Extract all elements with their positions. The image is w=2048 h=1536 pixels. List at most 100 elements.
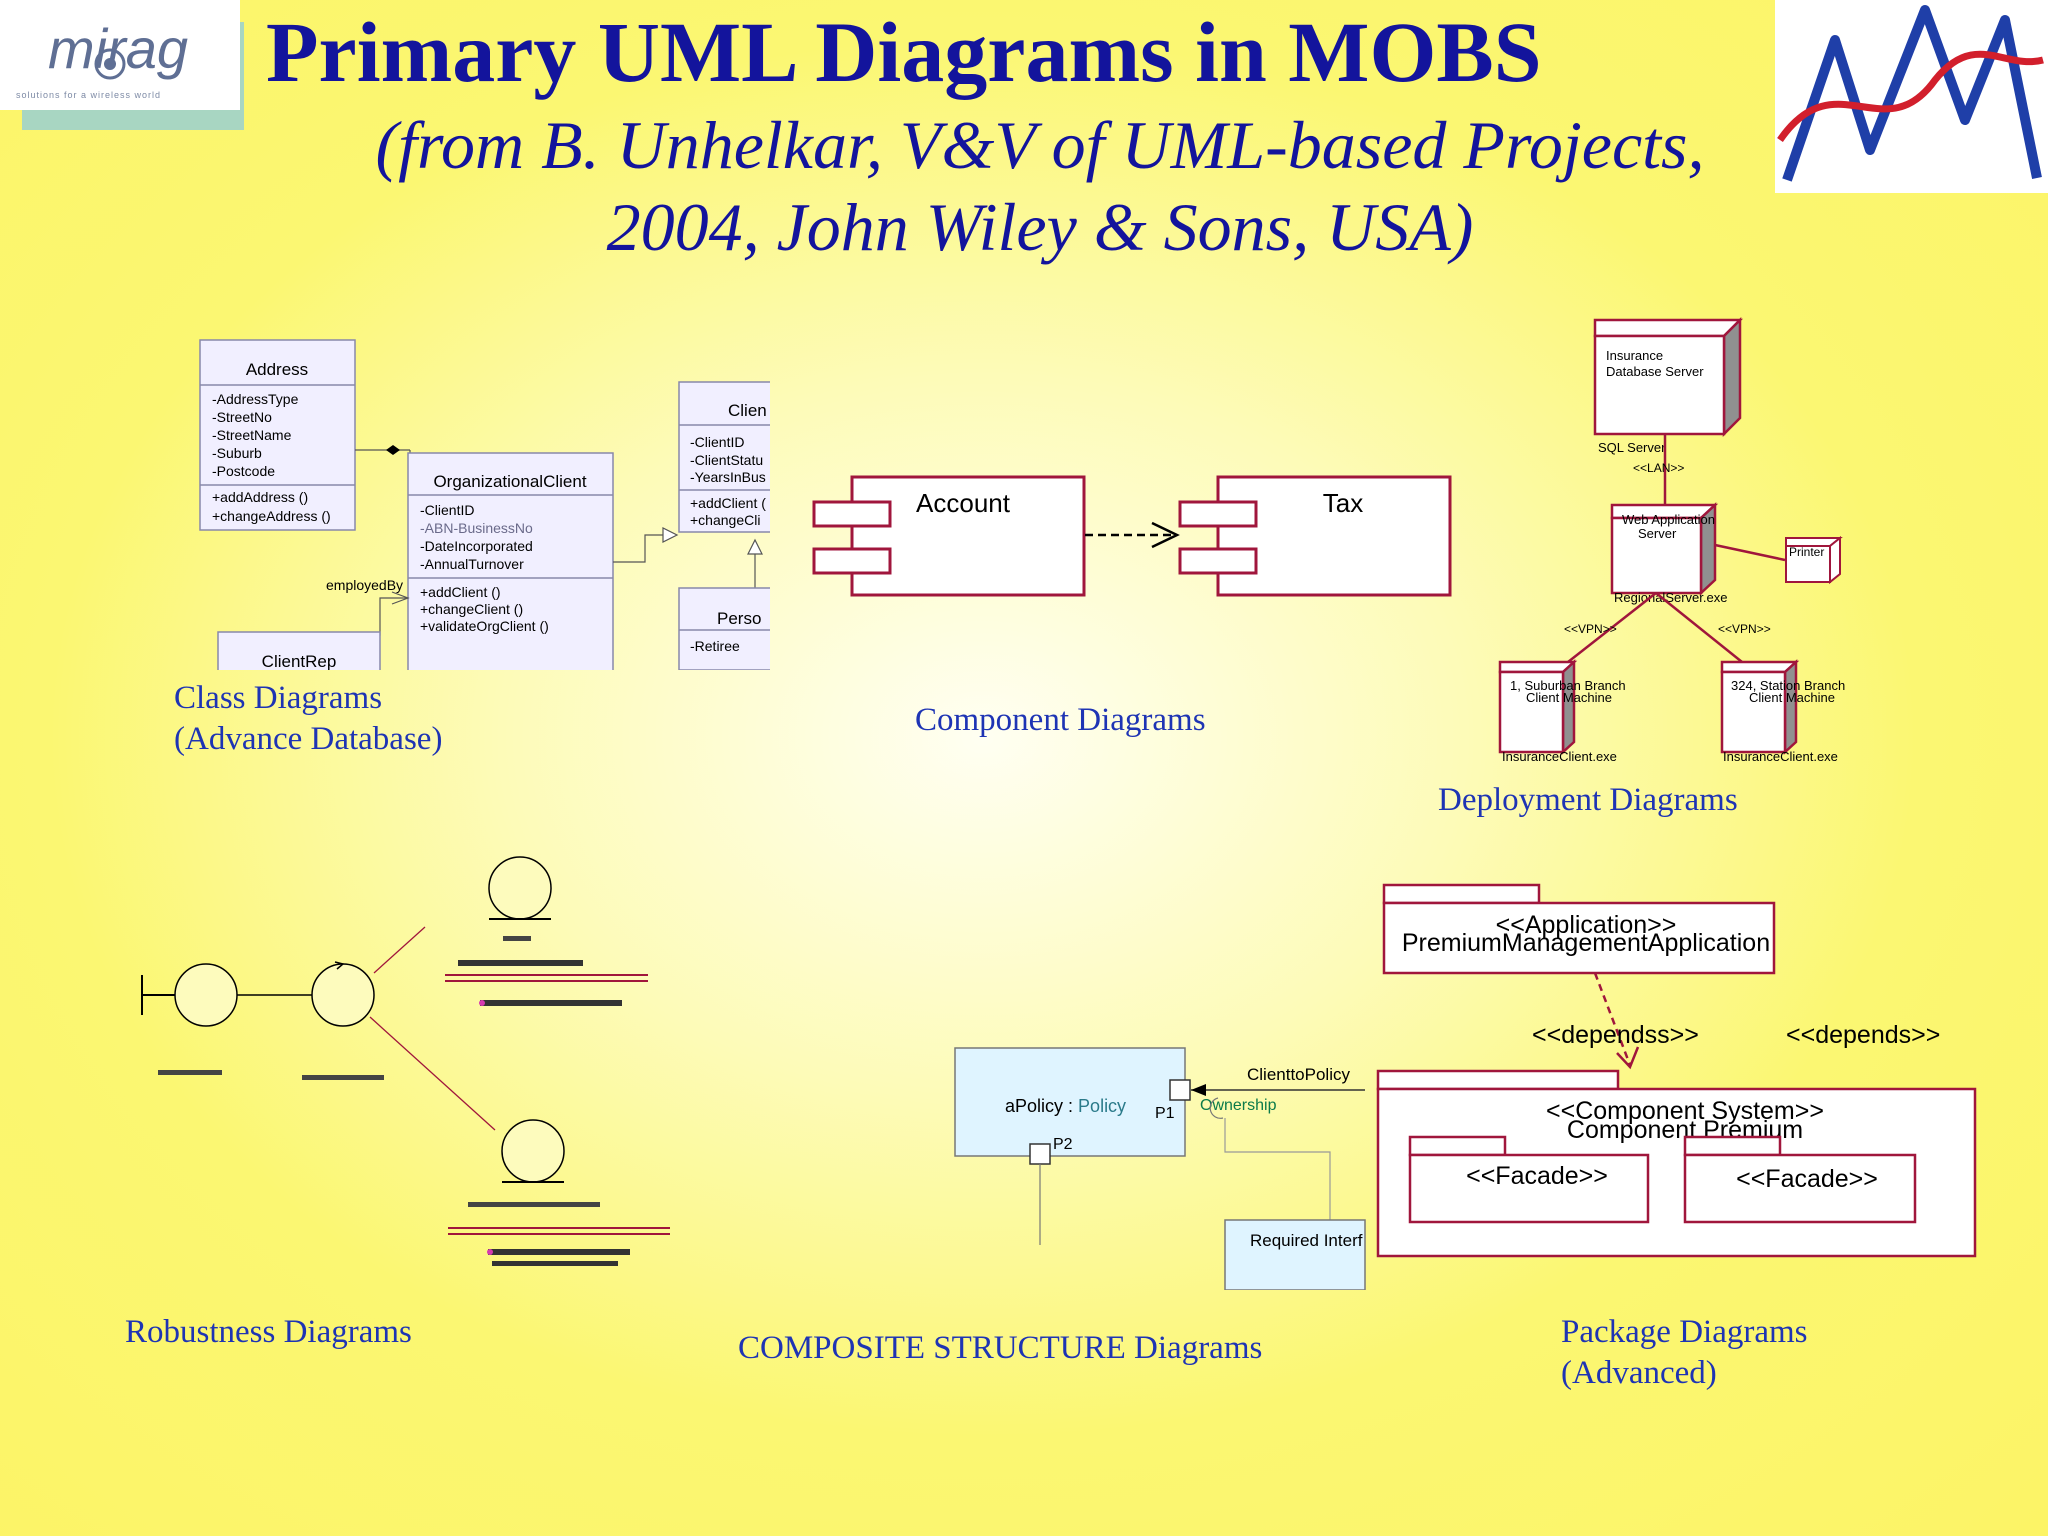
control-object-icon bbox=[311, 963, 375, 1027]
address-attr: -Suburb bbox=[212, 445, 262, 461]
caption-class-line-2: (Advance Database) bbox=[174, 721, 443, 757]
dependency-label: <<depends>> bbox=[1786, 1021, 1940, 1049]
client-node-1 bbox=[1498, 670, 1565, 754]
org-client-class bbox=[407, 452, 614, 670]
address-attr: -StreetNo bbox=[212, 409, 272, 425]
component-port-icon bbox=[812, 500, 892, 528]
client-rep-class-name: ClientRep bbox=[262, 652, 337, 670]
org-client-op: +addClient () bbox=[420, 584, 501, 600]
address-attr: -AddressType bbox=[212, 391, 299, 407]
client-attr: -YearsInBus bbox=[690, 469, 766, 485]
wave-logo-icon bbox=[1777, 5, 2044, 182]
vpn-left-label: <<VPN>> bbox=[1564, 622, 1617, 636]
org-client-class-name: OrganizationalClient bbox=[433, 472, 586, 491]
mirag-logo: mirag solutions for a wireless world bbox=[0, 0, 240, 110]
org-client-attr: -ClientID bbox=[420, 502, 474, 518]
client-node-1-label: 1, Suburban Branch bbox=[1510, 678, 1626, 693]
entity-client-icon bbox=[488, 856, 552, 920]
address-attr: -StreetName bbox=[212, 427, 292, 443]
part-instance: aPolicy bbox=[1005, 1096, 1063, 1116]
caption-composite-structure-diagrams: COMPOSITE STRUCTURE Diagrams bbox=[738, 1330, 1263, 1366]
page-title: Primary UML Diagrams in MOBS bbox=[266, 4, 1542, 100]
db-server-label: Insurance bbox=[1606, 348, 1663, 363]
port-p1 bbox=[1169, 1079, 1191, 1101]
composite-structure-diagram: aPolicy : Policy P1 P2 ClienttoPolicy Ow… bbox=[954, 1047, 1366, 1290]
printer-label: Printer bbox=[1789, 545, 1824, 559]
policy-control-label-glyph bbox=[302, 1075, 384, 1080]
client-class bbox=[678, 381, 770, 533]
database-server-node bbox=[1593, 334, 1726, 436]
application-stereotype: <<Application>> bbox=[1496, 911, 1677, 939]
caption-class-diagrams: Class Diagrams (Advance Database) bbox=[174, 678, 442, 760]
part-name: aPolicy : Policy bbox=[1005, 1096, 1126, 1116]
partner-logo bbox=[1775, 0, 2048, 193]
composition-diamond-icon bbox=[386, 445, 400, 455]
caption-package-line-1: Package Diagrams bbox=[1561, 1314, 1808, 1350]
client-class-name: Clien bbox=[728, 401, 767, 420]
subtitle-line-1: (from B. Unhelkar, V&V of UML-based Proj… bbox=[375, 107, 1705, 183]
component-port-icon bbox=[1178, 547, 1258, 575]
vpn-right-label: <<VPN>> bbox=[1718, 622, 1771, 636]
facade-package-2 bbox=[1683, 1153, 1917, 1224]
client-node-2-label: Client Machine bbox=[1749, 690, 1835, 705]
required-interface-label: Required Interf bbox=[1250, 1231, 1363, 1250]
tax-component-name: Tax bbox=[1323, 488, 1363, 518]
policy-part bbox=[954, 1047, 1186, 1157]
class-diagram: Address -AddressType -StreetNo -StreetNa… bbox=[199, 339, 770, 670]
logo-brand: mirag bbox=[48, 17, 189, 80]
port-p2-label: P2 bbox=[1053, 1136, 1073, 1153]
client-op: +addClient ( bbox=[690, 495, 766, 511]
web-server-label: Web Application bbox=[1622, 512, 1715, 527]
port-p1-label: P1 bbox=[1155, 1105, 1175, 1122]
caption-package-diagrams: Package Diagrams (Advanced) bbox=[1561, 1312, 1808, 1394]
boundary-object-icon bbox=[174, 963, 238, 1027]
account-component bbox=[850, 475, 1086, 597]
part-type: Policy bbox=[1078, 1096, 1126, 1116]
component-port-icon bbox=[812, 547, 892, 575]
db-server-label: Database Server bbox=[1606, 364, 1704, 379]
org-client-attr: -AnnualTurnover bbox=[420, 556, 524, 572]
page-subtitle: (from B. Unhelkar, V&V of UML-based Proj… bbox=[240, 104, 1840, 268]
org-client-attr: -DateIncorporated bbox=[420, 538, 533, 554]
caption-class-line-1: Class Diagrams bbox=[174, 680, 383, 716]
robustness-diagram bbox=[141, 856, 670, 1266]
client-rep-class bbox=[217, 631, 381, 670]
port-p2 bbox=[1029, 1143, 1051, 1165]
client-node-2-label: 324, Station Branch bbox=[1731, 678, 1845, 693]
required-interface-box bbox=[1224, 1219, 1366, 1290]
person-attr: -Retiree bbox=[690, 638, 740, 654]
person-class bbox=[678, 587, 770, 670]
connector-arrow-icon bbox=[1191, 1084, 1206, 1096]
web-server-label: Server bbox=[1638, 526, 1677, 541]
address-attr: -Postcode bbox=[212, 463, 275, 479]
application-package bbox=[1382, 901, 1776, 975]
client-attr: -ClientStatu bbox=[690, 452, 763, 468]
tax-component bbox=[1216, 475, 1452, 597]
address-class-name: Address bbox=[246, 360, 308, 379]
regional-server-label: RegionalServer.exe bbox=[1614, 590, 1727, 605]
account-component-name: Account bbox=[916, 488, 1011, 518]
client-op: +changeCli bbox=[690, 512, 760, 528]
connector-label: ClienttoPolicy bbox=[1247, 1065, 1350, 1084]
address-class bbox=[199, 339, 356, 531]
generalization-arrow-icon bbox=[747, 538, 763, 555]
org-client-op: +validateOrgClient () bbox=[420, 618, 549, 634]
client-node-2 bbox=[1720, 670, 1787, 754]
generalization-arrow-icon bbox=[662, 527, 679, 543]
org-client-op: +changeClient () bbox=[420, 601, 523, 617]
policy-form-label-glyph bbox=[158, 1070, 222, 1075]
component-diagram: Account Tax bbox=[812, 475, 1452, 597]
package-diagram: <<Application>> PremiumManagementApplica… bbox=[1376, 883, 1977, 1258]
caption-component-diagrams: Component Diagrams bbox=[915, 702, 1206, 738]
client-node-1-label: Client Machine bbox=[1526, 690, 1612, 705]
client-exe-2: InsuranceClient.exe bbox=[1723, 749, 1838, 764]
application-name: PremiumManagementApplication bbox=[1402, 929, 1770, 957]
logo-mark-icon bbox=[94, 48, 126, 80]
printer-node bbox=[1785, 545, 1831, 583]
caption-deployment-diagrams: Deployment Diagrams bbox=[1438, 782, 1738, 818]
component-port-icon bbox=[1178, 500, 1258, 528]
facade-label: <<Facade>> bbox=[1466, 1162, 1608, 1190]
employed-by-label: employedBy bbox=[326, 577, 403, 593]
role-label: Ownership bbox=[1200, 1097, 1277, 1114]
address-op: +changeAddress () bbox=[212, 508, 331, 524]
